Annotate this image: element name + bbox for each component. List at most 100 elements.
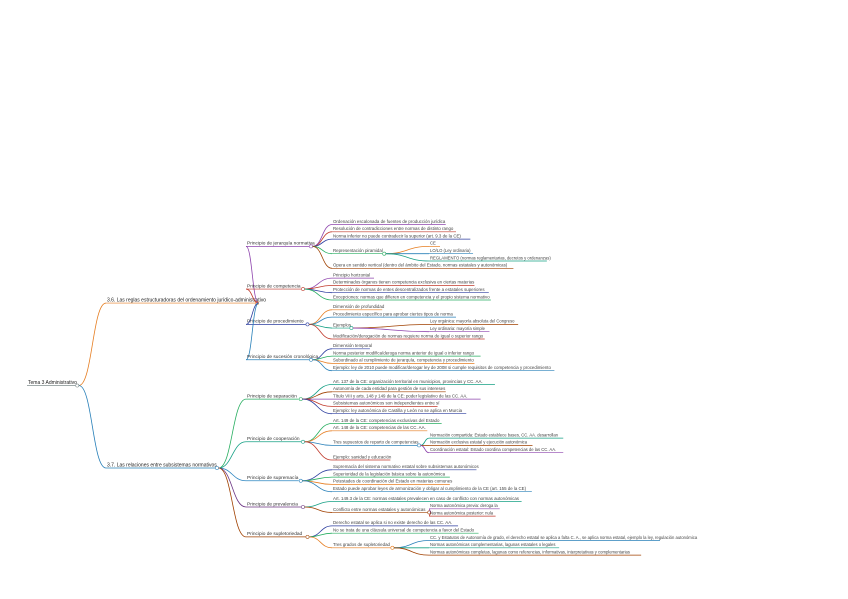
item-topic[interactable]: Art. 148 de la CE: competencias de las C… — [333, 425, 426, 430]
branch-item-to-subitem — [420, 445, 430, 454]
item-topic[interactable]: Art. 137 de la CE: organización territor… — [333, 379, 483, 384]
item-topic[interactable]: Dimensión temporal — [333, 343, 372, 348]
item-collapse-toggle[interactable] — [349, 326, 354, 330]
item-topic[interactable]: Subsistemas autonómicos son independient… — [333, 401, 440, 406]
item-topic[interactable]: Principio horizontal — [333, 272, 370, 277]
principle-collapse-toggle[interactable] — [301, 505, 305, 509]
item-topic[interactable]: Título VIII y arts. 148 y 149 de la CE: … — [333, 393, 467, 398]
item-topic[interactable]: Supremacía del sistema normativo estatal… — [333, 464, 479, 469]
principle-collapse-toggle[interactable] — [298, 397, 303, 402]
branch-item-to-subitem — [420, 437, 430, 446]
principle-collapse-toggle[interactable] — [301, 287, 305, 291]
subitem-topic[interactable]: CC. y Estatutos de Autonomía de grado, e… — [430, 535, 698, 540]
item-topic[interactable]: Opera en sentido vertical (dentro del ám… — [333, 263, 508, 268]
item-topic[interactable]: Representación piramidal — [333, 248, 383, 253]
principle-topic[interactable]: Principio de separación — [247, 393, 297, 399]
subitem-topic[interactable]: Normas autonómicas completas, lagunas co… — [430, 549, 630, 554]
principle-collapse-toggle[interactable] — [305, 322, 310, 327]
item-collapse-toggle[interactable] — [390, 545, 395, 550]
root-collapse-toggle[interactable] — [75, 383, 80, 388]
principle-topic[interactable]: Principio de jerarquía normativa — [247, 241, 315, 247]
branch-principle-to-item — [304, 501, 333, 508]
branch-principle-to-item — [304, 423, 333, 443]
item-topic[interactable]: Estado puede aprobar leyes de armonizaci… — [333, 486, 527, 491]
principle-topic[interactable]: Principio de competencia — [247, 283, 301, 289]
item-topic[interactable]: Ejemplos — [333, 322, 352, 327]
item-collapse-toggle[interactable] — [382, 251, 387, 256]
branch-principle-to-item — [312, 246, 333, 269]
branch-item-to-subitem — [385, 246, 430, 255]
item-topic[interactable]: No se trata de una cláusula universal de… — [333, 528, 475, 533]
branch-item-to-subitem — [393, 547, 430, 556]
item-topic[interactable]: Ejemplo: ley de 2010 puede modificar/der… — [333, 365, 552, 370]
branch-principle-to-item — [302, 398, 333, 415]
branch-principle-to-item — [302, 476, 333, 482]
principle-collapse-toggle[interactable] — [309, 244, 313, 249]
item-topic[interactable]: Autonomía de cada entidad para gestión d… — [333, 386, 446, 391]
branch-section-to-principle — [245, 302, 259, 361]
branch-item-to-subitem — [352, 324, 430, 329]
item-topic[interactable]: Procedimiento específico para aprobar ci… — [333, 311, 453, 316]
item-topic[interactable]: Subordinado al cumplimiento de jerarquía… — [333, 358, 474, 363]
branch-principle-to-item — [304, 285, 333, 290]
branch-principle-to-item — [309, 532, 333, 538]
principle-topic[interactable]: Principio de prevalencia — [247, 501, 298, 507]
principle-topic[interactable]: Principio de supletoriedad — [247, 531, 303, 537]
section-topic-2[interactable]: 3.7. Las relaciones entre subsistemas no… — [107, 462, 217, 468]
branch-principle-to-item — [304, 288, 333, 301]
principle-topic[interactable]: Principio de cooperación — [247, 436, 300, 442]
branch-principle-to-item — [302, 480, 333, 493]
item-topic[interactable]: Modificación/derogación de normas requie… — [333, 333, 484, 338]
item-topic[interactable]: Protección de normas de entes descentral… — [333, 287, 485, 292]
item-topic[interactable]: Conflicto entre normas estatales y auton… — [333, 507, 426, 512]
item-topic[interactable]: Determinados órganos tienen competencia … — [333, 280, 475, 285]
root-topic[interactable]: Tema 3 Administrativo — [28, 380, 77, 386]
principle-topic[interactable]: Principio de sucesión cronológica — [247, 354, 319, 360]
branch-principle-to-item — [309, 316, 333, 325]
principle-topic[interactable]: Principio de supremacía — [247, 475, 299, 481]
item-topic[interactable]: Ejemplo: sanidad y educación — [333, 454, 392, 459]
item-topic[interactable]: Potestades de coordinación del Estado en… — [333, 479, 453, 484]
item-topic[interactable]: Ordenación escalonada de fuentes de prod… — [333, 219, 446, 224]
principle-collapse-toggle[interactable] — [309, 357, 313, 362]
item-topic[interactable]: Tres grados de supletoriedad — [333, 542, 391, 547]
subitem-topic[interactable]: REGLAMENTO (normas reglamentarias, decre… — [430, 255, 551, 260]
branch-section-to-principle — [218, 441, 247, 469]
item-topic[interactable]: Norma inferior no puede contradecir la s… — [333, 233, 461, 238]
branch-root-to-section-2 — [78, 385, 107, 469]
item-topic[interactable]: Dimensión de profundidad — [333, 304, 385, 309]
subitem-topic[interactable]: Coordinación estatal: Estado coordina co… — [430, 447, 556, 452]
item-topic[interactable]: Derecho estatal se aplica si no existe d… — [333, 520, 452, 525]
principle-collapse-toggle[interactable] — [305, 534, 310, 539]
principle-collapse-toggle[interactable] — [298, 478, 303, 483]
subitem-topic[interactable]: LO/LO (Ley ordinaria) — [430, 248, 471, 253]
item-topic[interactable]: Excepciones: normas que difieren en comp… — [333, 294, 490, 299]
section-topic-1[interactable]: 3.6. Las reglas estructuradoras del orde… — [107, 297, 266, 303]
branch-section-to-principle — [218, 398, 247, 469]
branch-principle-to-item — [302, 391, 333, 400]
subitem-topic[interactable]: Normación exclusiva estatal y ejecución … — [430, 440, 528, 445]
subitem-topic[interactable]: Normas autonómicas complementarias, lagu… — [430, 542, 555, 547]
item-topic[interactable]: Art. 149.3 de la CE: normas estatales pr… — [333, 496, 520, 501]
subitem-topic[interactable]: Ley orgánica: mayoría absoluta del Congr… — [430, 319, 515, 324]
subitem-topic[interactable]: Ley ordinaria: mayoría simple — [430, 326, 486, 331]
branch-principle-to-item — [312, 359, 333, 372]
principle-topic[interactable]: Principio de procedimiento — [247, 319, 304, 325]
branch-principle-to-item — [304, 441, 333, 461]
item-topic[interactable]: Superioridad de la legislación básica so… — [333, 471, 446, 476]
subitem-topic[interactable]: CE — [430, 241, 436, 246]
item-collapse-toggle[interactable] — [417, 443, 421, 448]
branch-item-to-subitem — [393, 540, 430, 549]
section-collapse-toggle-2[interactable] — [215, 466, 219, 470]
branch-root-to-section-1 — [78, 302, 107, 386]
branch-principle-to-item — [309, 536, 333, 549]
principle-collapse-toggle[interactable] — [301, 439, 305, 444]
item-topic[interactable]: Resolución de contradicciones entre norm… — [333, 226, 454, 231]
subitem-topic[interactable]: Norma autonómica posterior: nula — [430, 510, 494, 515]
item-topic[interactable]: Ejemplo: ley autonómica de Castilla y Le… — [333, 408, 463, 413]
item-topic[interactable]: Tres supuestos de reparto de competencia… — [333, 440, 419, 445]
subitem-topic[interactable]: Normación compartida: Estado establece b… — [430, 432, 559, 437]
subitem-topic[interactable]: Norma autonómica previa: deroga la — [430, 503, 498, 508]
item-topic[interactable]: Art. 149 de la CE: competencias exclusiv… — [333, 418, 440, 423]
item-topic[interactable]: Norma posterior modifica/deroga norma an… — [333, 350, 475, 355]
